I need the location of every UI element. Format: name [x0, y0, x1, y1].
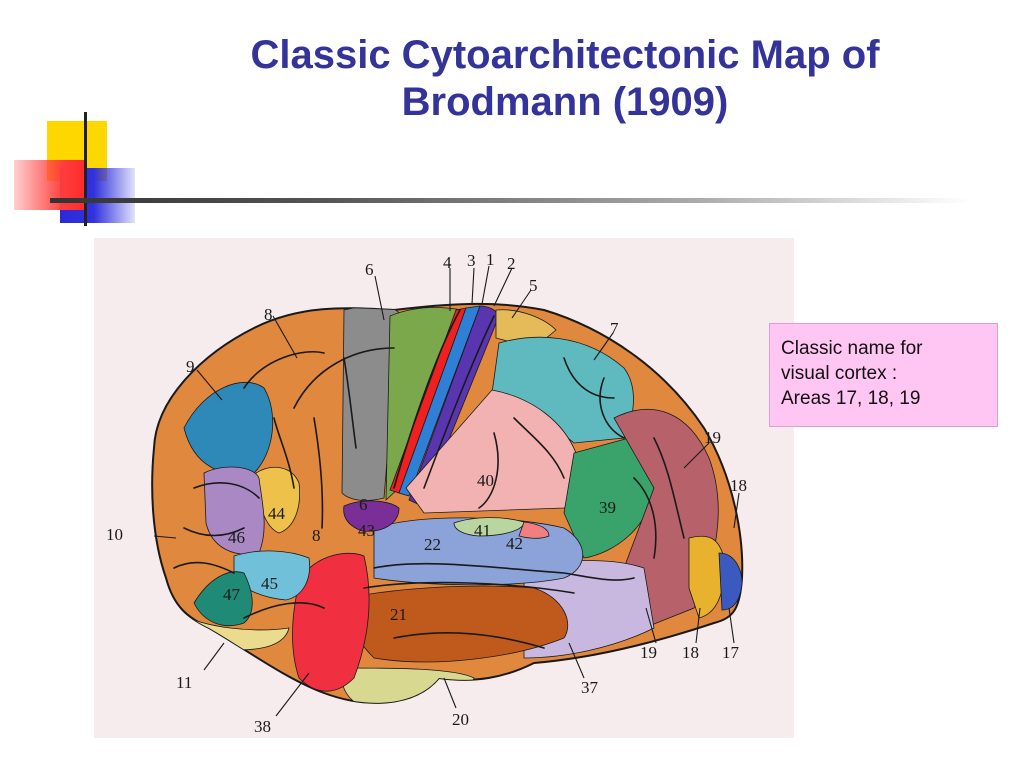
- label-area-43: 43: [358, 521, 375, 540]
- label-area-10: 10: [106, 525, 123, 544]
- slide-title: Classic Cytoarchitectonic Map of Brodman…: [170, 32, 960, 126]
- area-41-region: [453, 517, 525, 537]
- area-47-region: [193, 571, 253, 627]
- brodmann-brain-map: 6 4 3 1 2 5 8 7 9 19 18 40 39 44 6 43 41…: [94, 238, 794, 738]
- label-area-41: 41: [474, 521, 491, 540]
- label-area-45: 45: [261, 574, 278, 593]
- label-area-22: 22: [424, 535, 441, 554]
- label-area-40: 40: [477, 471, 494, 490]
- label-area-1: 1: [486, 250, 495, 269]
- area-43-region: [343, 500, 400, 532]
- title-underline-rule: [50, 198, 970, 203]
- label-area-18-top: 18: [730, 476, 747, 495]
- label-area-39: 39: [599, 498, 616, 517]
- label-area-9: 9: [186, 357, 195, 376]
- label-area-44: 44: [268, 504, 286, 523]
- label-area-7: 7: [610, 319, 619, 338]
- area-45-region: [233, 550, 311, 601]
- label-area-8-mid: 8: [312, 526, 321, 545]
- callout-line-1: Classic name for: [781, 338, 923, 359]
- label-area-8-top: 8: [264, 305, 273, 324]
- brain-illustration: 6 4 3 1 2 5 8 7 9 19 18 40 39 44 6 43 41…: [106, 250, 747, 736]
- sulci-lines: [173, 309, 685, 649]
- label-area-6-top: 6: [365, 260, 374, 279]
- label-area-11: 11: [176, 673, 192, 692]
- leader-lines: [153, 265, 740, 717]
- area-46-region: [203, 466, 265, 555]
- label-area-3: 3: [467, 251, 476, 270]
- label-area-21: 21: [390, 605, 407, 624]
- label-area-37: 37: [581, 678, 599, 697]
- label-area-17: 17: [722, 643, 740, 662]
- label-area-5: 5: [529, 276, 538, 295]
- label-area-6-mid: 6: [359, 495, 368, 514]
- visual-cortex-callout: Classic name for visual cortex : Areas 1…: [769, 323, 998, 427]
- callout-line-3: Areas 17, 18, 19: [781, 388, 921, 409]
- label-area-19-top: 19: [704, 428, 721, 447]
- label-area-2: 2: [507, 254, 516, 273]
- area-20-region: [341, 667, 475, 703]
- label-area-18-bottom: 18: [682, 643, 699, 662]
- title-line-1: Classic Cytoarchitectonic Map of: [250, 33, 880, 77]
- title-line-2: Brodmann (1909): [401, 80, 729, 124]
- area-38-region: [292, 552, 370, 692]
- label-area-20: 20: [452, 710, 469, 729]
- label-area-38: 38: [254, 717, 271, 736]
- area-42-region: [518, 521, 550, 539]
- area-21-region: [347, 585, 569, 663]
- label-area-47: 47: [223, 585, 241, 604]
- area-number-labels: 6 4 3 1 2 5 8 7 9 19 18 40 39 44 6 43 41…: [106, 250, 747, 736]
- label-area-4: 4: [443, 253, 452, 272]
- area-1-region: [398, 305, 481, 497]
- decorative-vertical-line: [84, 112, 87, 226]
- label-area-46: 46: [228, 528, 245, 547]
- label-area-19-bottom: 19: [640, 643, 657, 662]
- callout-line-2: visual cortex :: [781, 363, 898, 384]
- label-area-42: 42: [506, 534, 523, 553]
- brodmann-areas: [178, 305, 743, 703]
- area-9-region: [183, 381, 274, 475]
